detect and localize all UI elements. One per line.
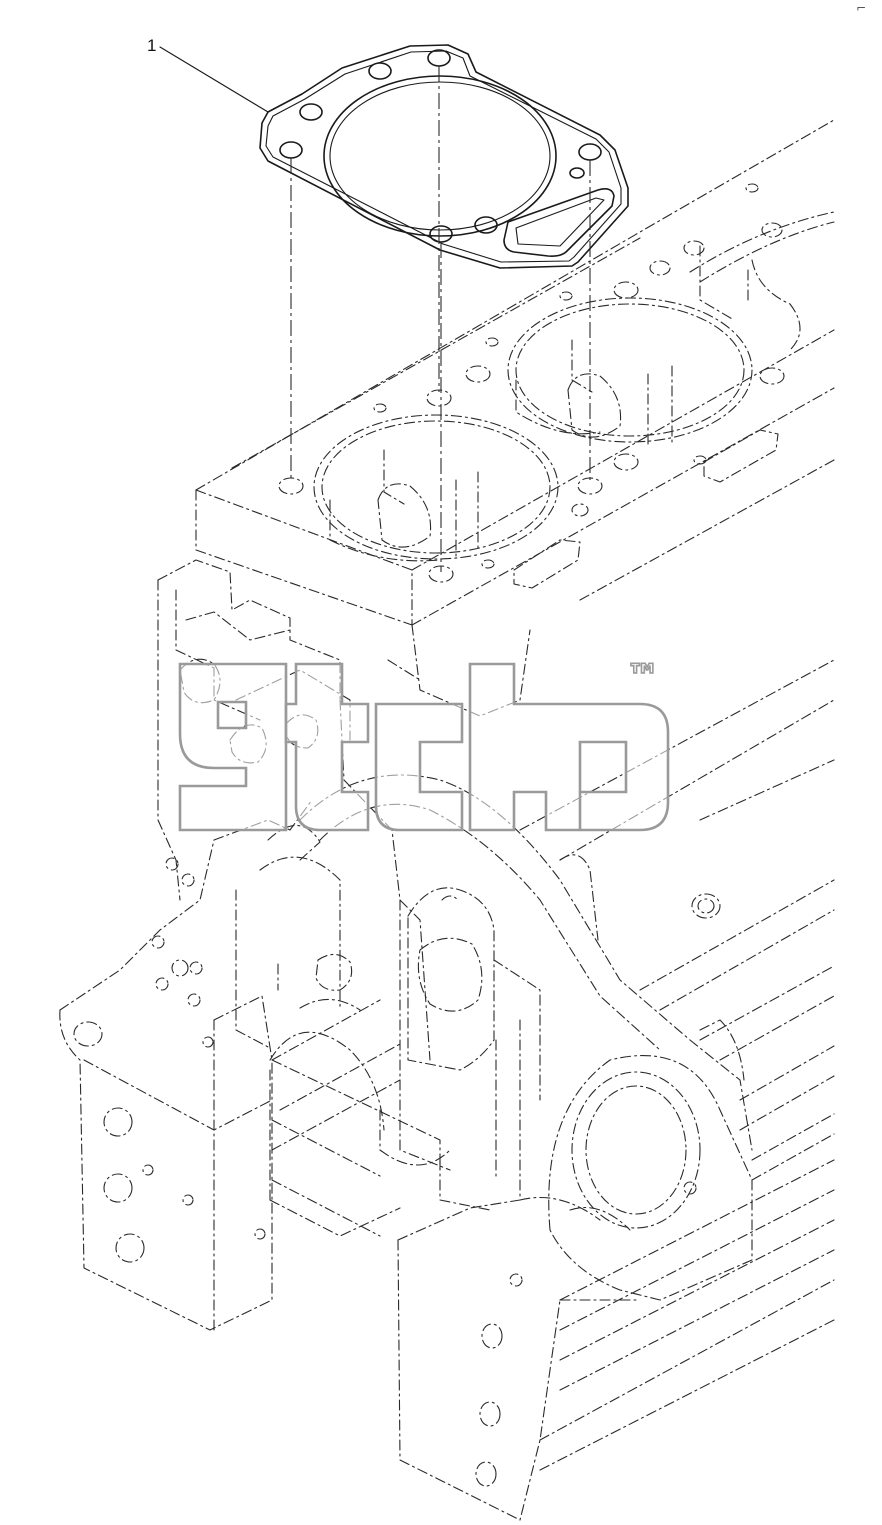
engine-block xyxy=(59,119,835,1521)
projection-lines xyxy=(290,66,591,572)
corner-mark: ⌐ xyxy=(856,1,866,15)
brand-watermark: ™ xyxy=(178,656,670,832)
cylinder-head-gasket[interactable] xyxy=(259,44,629,269)
callout-1: 1 xyxy=(147,36,269,113)
trademark-symbol: ™ xyxy=(626,657,660,697)
callout-number: 1 xyxy=(147,36,156,55)
